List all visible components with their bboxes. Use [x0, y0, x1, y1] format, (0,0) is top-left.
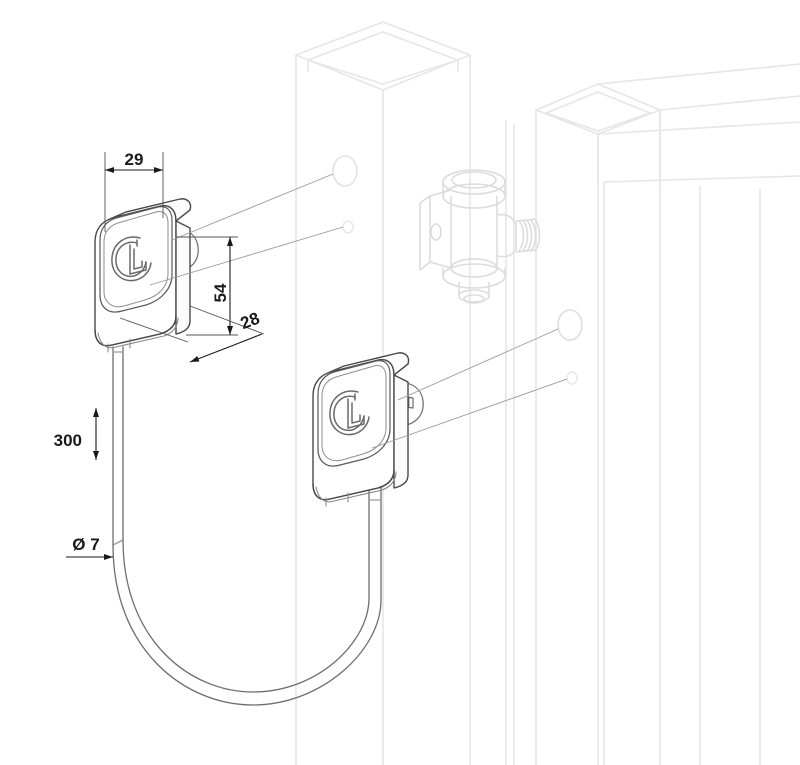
- leader-line: [171, 173, 334, 241]
- mounting-hole: [557, 309, 583, 341]
- dimension-line: [233, 333, 263, 346]
- locinox-logo: [111, 236, 152, 282]
- dimension-label-29: 29: [125, 150, 144, 169]
- dimension-label-300: 300: [54, 431, 82, 450]
- dimension-label-diameter-7: Ø 7: [72, 535, 99, 554]
- dimension-28: [119, 305, 265, 363]
- dimension-54: [176, 236, 238, 336]
- extension-line: [119, 317, 189, 343]
- gate-panel-lines: [505, 120, 515, 765]
- gate-frame-rail: [597, 63, 800, 765]
- dimension-label-54: 54: [211, 283, 230, 302]
- locinox-logo: [329, 390, 370, 436]
- dimension-line: [189, 344, 235, 363]
- leader-line: [397, 328, 559, 401]
- gate-hinge-assembly: [419, 169, 541, 304]
- mounting-hole: [332, 155, 358, 187]
- dimension-29: [104, 152, 164, 232]
- dimension-label-28: 28: [238, 309, 262, 334]
- extension-line: [189, 305, 265, 335]
- mounting-hole: [566, 371, 578, 385]
- leader-line: [149, 226, 344, 286]
- leader-line: [371, 378, 568, 449]
